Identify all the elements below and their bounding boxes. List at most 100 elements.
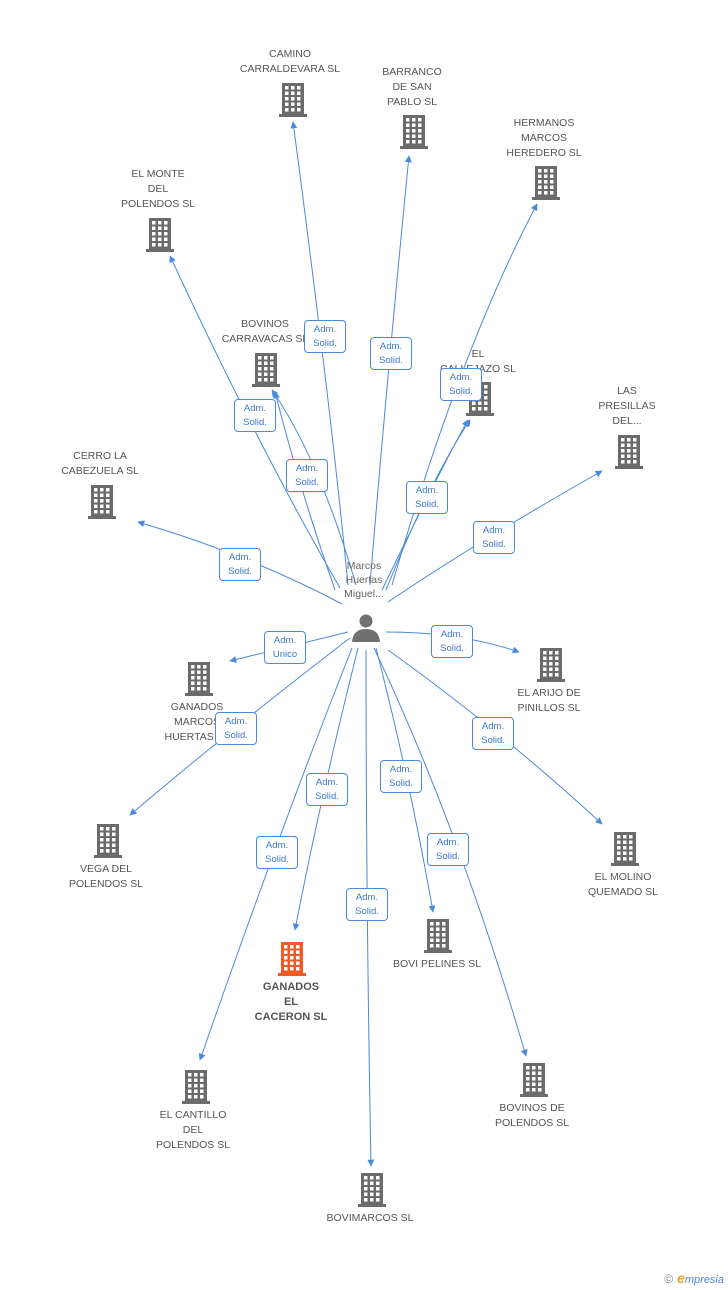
role-badge[interactable]: Adm.Solid. xyxy=(473,521,515,554)
camino-building-icon[interactable] xyxy=(279,83,307,117)
role-badge[interactable]: Adm.Solid. xyxy=(380,760,422,793)
bovinospolendos-building-icon[interactable] xyxy=(520,1063,548,1097)
company-label-line: PABLO SL xyxy=(387,96,437,108)
company-label-line: LAS xyxy=(617,385,637,397)
company-label-line: CERRO LA xyxy=(73,450,127,462)
elmonte-building-icon[interactable] xyxy=(146,218,174,252)
company-label-camino[interactable]: CAMINO CARRALDEVARA SL xyxy=(225,47,355,77)
company-label-line: CABEZUELA SL xyxy=(61,465,139,477)
company-label-line: EL xyxy=(283,996,299,1008)
role-badge-line: Adm. xyxy=(313,324,337,335)
role-badge[interactable]: Adm. Solid. xyxy=(440,368,482,401)
elcantillo-building-icon[interactable] xyxy=(182,1070,210,1104)
role-badge[interactable]: Adm.Solid. xyxy=(306,773,348,806)
role-badge[interactable]: Adm.Solid. xyxy=(346,888,388,921)
role-badge[interactable]: Adm.Unico xyxy=(264,631,306,664)
company-label-line: BOVINOS xyxy=(241,318,289,330)
bovinoscarr-building-icon[interactable] xyxy=(252,353,280,387)
company-label-line: HUERTAS SL xyxy=(164,731,230,743)
company-label-line: DE SAN xyxy=(392,81,432,93)
role-badge-line: Adm. xyxy=(449,372,473,383)
company-label-line: CACERON SL xyxy=(254,1011,328,1023)
edges-layer xyxy=(129,121,603,1167)
role-badge-line: Adm. xyxy=(389,764,413,775)
role-badge[interactable]: Adm.Solid. xyxy=(256,836,298,869)
role-badge[interactable]: Adm. Solid. xyxy=(215,712,257,745)
company-label-line: EL MONTE xyxy=(131,168,185,180)
role-badge-line: Solid. xyxy=(315,791,339,802)
company-label-line: CARRALDEVARA SL xyxy=(239,63,341,75)
company-label-line: DEL xyxy=(182,1124,204,1136)
hermanos-building-icon[interactable] xyxy=(532,166,560,200)
role-badge-line: Adm. xyxy=(243,403,267,414)
elmolino-building-icon[interactable] xyxy=(611,832,639,866)
barranco-building-icon[interactable] xyxy=(400,115,428,149)
company-label-line: VEGA DEL xyxy=(80,863,132,875)
person-label-line: Marcos xyxy=(346,560,382,572)
role-badge-line: Solid. xyxy=(243,417,267,428)
role-badge-line: Solid. xyxy=(228,566,252,577)
role-badge-line: Adm. xyxy=(273,635,297,646)
company-label-line: CAMINO xyxy=(269,48,311,60)
laspresillas-building-icon[interactable] xyxy=(615,435,643,469)
role-badge[interactable]: Adm.Solid. xyxy=(472,717,514,750)
relation-edge xyxy=(169,255,341,589)
company-label-bovipelines[interactable]: BOVI PELINES SL xyxy=(372,957,502,972)
role-badge-line: Adm. xyxy=(436,837,460,848)
bovimarcos-building-icon[interactable] xyxy=(358,1173,386,1207)
role-badge[interactable]: Adm. Solid. xyxy=(370,337,412,370)
company-label-line: EL CANTILLO xyxy=(159,1109,227,1121)
role-badge[interactable]: Adm. Solid. xyxy=(219,548,261,581)
company-label-line: HERMANOS xyxy=(513,117,575,129)
role-badge[interactable]: Adm.Solid. xyxy=(286,459,328,492)
role-badge-line: Adm. xyxy=(265,840,289,851)
role-badge-line: Solid. xyxy=(355,906,379,917)
vega-building-icon[interactable] xyxy=(94,824,122,858)
role-badge-line: Adm. xyxy=(228,552,252,563)
role-badge[interactable]: Adm. Solid. xyxy=(234,399,276,432)
role-badge-line: Solid. xyxy=(449,386,473,397)
role-badge[interactable]: Adm.Solid. xyxy=(406,481,448,514)
footer-brand[interactable]: ©empresia xyxy=(664,1270,724,1286)
role-badge-line: Solid. xyxy=(379,355,403,366)
company-label-line: BOVIMARCOS SL xyxy=(326,1212,414,1224)
role-badge-line: Adm. xyxy=(224,716,248,727)
company-label-bovimarcos[interactable]: BOVIMARCOS SL xyxy=(305,1211,435,1226)
role-badge[interactable]: Adm.Solid. xyxy=(431,625,473,658)
cerro-building-icon[interactable] xyxy=(88,485,116,519)
role-badge-line: Solid. xyxy=(295,477,319,488)
role-badge-line: Adm. xyxy=(379,341,403,352)
role-badge[interactable]: Adm.Solid. xyxy=(304,320,346,353)
bovipelines-building-icon[interactable] xyxy=(424,919,452,953)
company-label-line: EL xyxy=(471,348,485,360)
role-badge-line: Solid. xyxy=(224,730,248,741)
role-badge[interactable]: Adm. Solid. xyxy=(427,833,469,866)
company-label-vega[interactable]: VEGA DEL POLENDOS SL xyxy=(41,862,171,892)
role-badge-line: Adm. xyxy=(481,721,505,732)
brand-logo: empresia xyxy=(677,1270,724,1286)
company-label-line: POLENDOS SL xyxy=(68,878,144,890)
role-badge-line: Solid. xyxy=(440,643,464,654)
ganadosmarcos-building-icon[interactable] xyxy=(185,662,213,696)
ganadoscaceron-building-icon[interactable] xyxy=(278,942,306,976)
role-badge-line: Solid. xyxy=(436,851,460,862)
company-label-line: HEREDERO SL xyxy=(506,147,582,159)
company-label-cerro[interactable]: CERRO LA CABEZUELA SL xyxy=(35,449,165,479)
person-icon[interactable] xyxy=(352,614,380,643)
company-label-line: EL MOLINO xyxy=(594,871,652,883)
elarijo-building-icon[interactable] xyxy=(537,648,565,682)
company-label-line: PINILLOS SL xyxy=(517,702,581,714)
role-badge-line: Solid. xyxy=(482,539,506,550)
